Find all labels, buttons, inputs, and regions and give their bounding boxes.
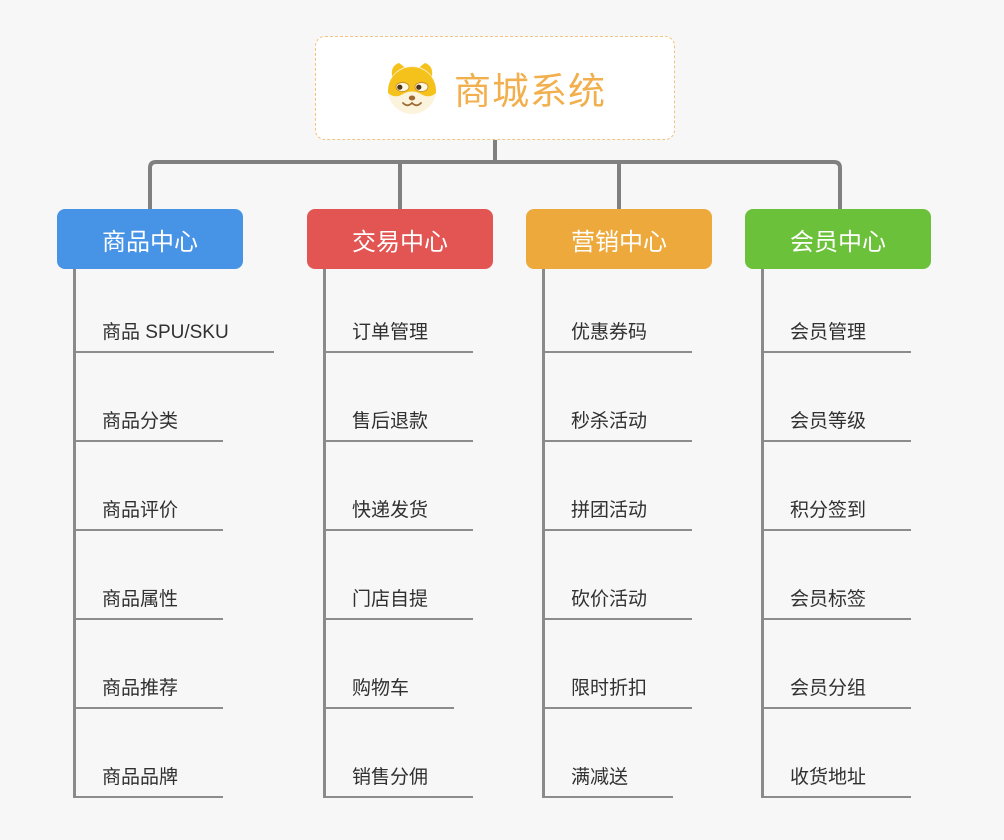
connector-path	[148, 140, 842, 210]
branch-node-product-center[interactable]: 商品中心	[57, 209, 243, 269]
leaf-node[interactable]: 商品 SPU/SKU	[76, 269, 274, 353]
leaf-list-member: 会员管理 会员等级 积分签到 会员标签 会员分组 收货地址	[761, 269, 912, 798]
leaf-node[interactable]: 限时折扣	[545, 620, 693, 709]
leaf-node[interactable]: 收货地址	[764, 709, 912, 798]
leaf-node[interactable]: 商品分类	[76, 353, 224, 442]
leaf-node[interactable]: 订单管理	[326, 269, 474, 353]
leaf-node[interactable]: 商品品牌	[76, 709, 224, 798]
leaf-node[interactable]: 秒杀活动	[545, 353, 693, 442]
leaf-node[interactable]: 积分签到	[764, 442, 912, 531]
leaf-list-trade: 订单管理 售后退款 快递发货 门店自提 购物车 销售分佣	[323, 269, 474, 798]
leaf-node[interactable]: 快递发货	[326, 442, 474, 531]
branch-node-trade-center[interactable]: 交易中心	[307, 209, 493, 269]
doge-icon	[388, 63, 436, 114]
leaf-node[interactable]: 会员分组	[764, 620, 912, 709]
leaf-list-marketing: 优惠券码 秒杀活动 拼团活动 砍价活动 限时折扣 满减送	[542, 269, 693, 798]
branch-column-member: 会员中心 会员管理 会员等级 积分签到 会员标签 会员分组 收货地址	[745, 209, 931, 798]
branch-column-trade: 交易中心 订单管理 售后退款 快递发货 门店自提 购物车 销售分佣	[307, 209, 493, 798]
leaf-node[interactable]: 会员管理	[764, 269, 912, 353]
branch-node-marketing-center[interactable]: 营销中心	[526, 209, 712, 269]
leaf-node[interactable]: 商品推荐	[76, 620, 224, 709]
leaf-node[interactable]: 售后退款	[326, 353, 474, 442]
leaf-node[interactable]: 砍价活动	[545, 531, 693, 620]
leaf-node[interactable]: 商品评价	[76, 442, 224, 531]
leaf-node[interactable]: 会员标签	[764, 531, 912, 620]
branch-column-product: 商品中心 商品 SPU/SKU 商品分类 商品评价 商品属性 商品推荐 商品品牌	[57, 209, 274, 798]
leaf-node[interactable]: 优惠券码	[545, 269, 693, 353]
leaf-node[interactable]: 会员等级	[764, 353, 912, 442]
root-node[interactable]: 商城系统	[315, 36, 675, 140]
leaf-node[interactable]: 门店自提	[326, 531, 474, 620]
branch-node-member-center[interactable]: 会员中心	[745, 209, 931, 269]
root-title: 商城系统	[454, 71, 606, 112]
leaf-node[interactable]: 购物车	[326, 620, 455, 709]
leaf-node[interactable]: 拼团活动	[545, 442, 693, 531]
leaf-list-product: 商品 SPU/SKU 商品分类 商品评价 商品属性 商品推荐 商品品牌	[73, 269, 274, 798]
leaf-node[interactable]: 满减送	[545, 709, 674, 798]
leaf-node[interactable]: 商品属性	[76, 531, 224, 620]
branch-column-marketing: 营销中心 优惠券码 秒杀活动 拼团活动 砍价活动 限时折扣 满减送	[526, 209, 712, 798]
leaf-node[interactable]: 销售分佣	[326, 709, 474, 798]
